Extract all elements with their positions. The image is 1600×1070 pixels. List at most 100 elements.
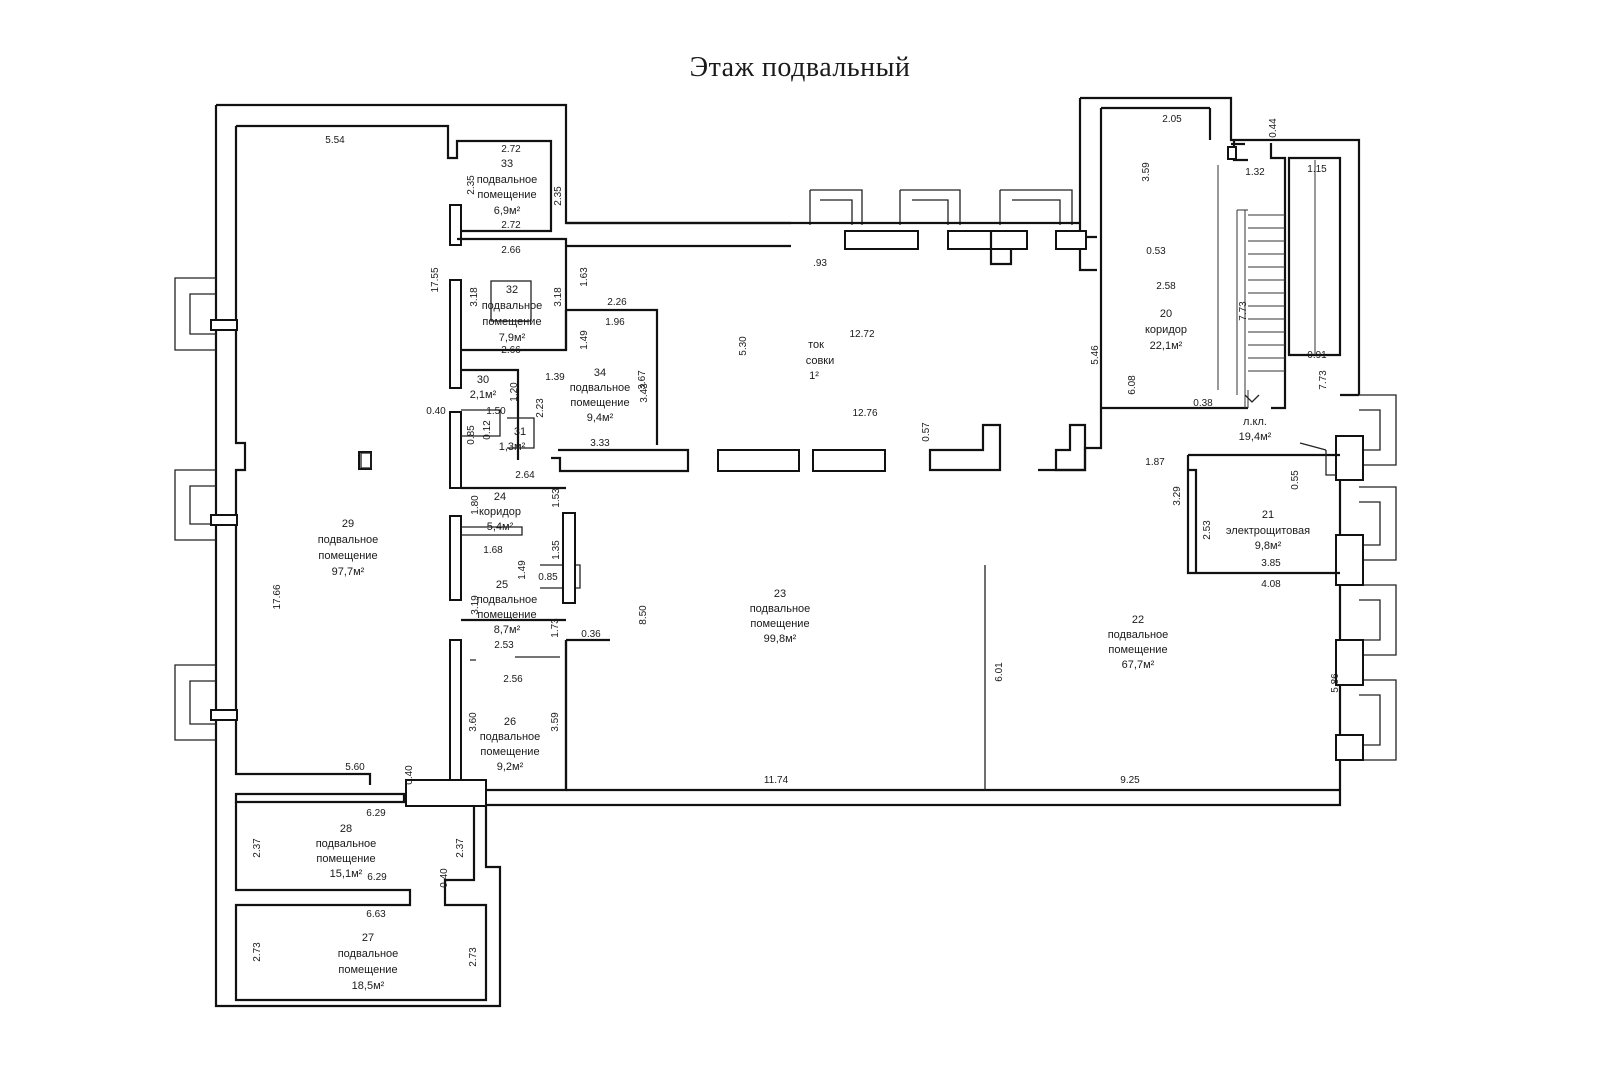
dimension: 8.50: [638, 605, 649, 625]
dimension: 1.68: [483, 545, 503, 556]
dimension: 6.01: [994, 662, 1005, 682]
dimension: 0.57: [921, 422, 932, 442]
dimension: 3.29: [1172, 486, 1183, 506]
dimension: 5.86: [1330, 673, 1341, 693]
dimension: 1.87: [1145, 457, 1165, 468]
dimension: 2.72: [501, 144, 521, 155]
dimension: 2.56: [503, 674, 523, 685]
dimension: 4.08: [1261, 579, 1281, 590]
dimension: 12.72: [849, 329, 874, 340]
dimension: 3.67: [637, 370, 648, 390]
dimension: 2.72: [501, 220, 521, 231]
window-pits: [174, 189, 1397, 761]
dimension: 2.23: [535, 398, 546, 418]
dimension: 1.63: [579, 267, 590, 287]
dimension: 5.30: [738, 336, 749, 356]
exterior-walls: [214, 96, 1361, 1008]
dimension: 3.59: [550, 712, 561, 732]
dimension: 7.73: [1318, 370, 1329, 390]
dimension: 1.20: [509, 382, 520, 402]
dimension: 1.73: [550, 618, 561, 638]
dimension: 17.55: [430, 267, 441, 292]
dimension: 2.37: [252, 838, 263, 858]
dimension: 3.43: [639, 383, 650, 403]
right-partitions: [1101, 140, 1342, 575]
dimension: 3.59: [1141, 162, 1152, 182]
dimension: 1.50: [486, 406, 506, 417]
dimension: 3.18: [553, 287, 564, 307]
dimension: 3.33: [590, 438, 610, 449]
dimension: 0.85: [538, 572, 558, 583]
dimension: 5.60: [345, 762, 365, 773]
dimension: 0.44: [1268, 118, 1279, 138]
dimension: 0.36: [581, 629, 601, 640]
dimension: 0.91: [1307, 350, 1327, 361]
dimension: 2.35: [553, 186, 564, 206]
dimension: 2.66: [501, 245, 521, 256]
dimension: 2.53: [494, 640, 514, 651]
dimension: 6.63: [366, 909, 386, 920]
dimension: 2.64: [515, 470, 535, 481]
dimension: 1.39: [545, 372, 565, 383]
dimension: 7.73: [1238, 301, 1249, 321]
dimension: 0.53: [1146, 246, 1166, 257]
dimension: 12.76: [852, 408, 877, 419]
dimension: 9.25: [1120, 775, 1140, 786]
dimension: 1.49: [517, 560, 528, 580]
column-marker: [360, 452, 372, 469]
dimension: 2.26: [607, 297, 627, 308]
dimension: 0.40: [439, 868, 450, 888]
dimension: 3.85: [1261, 558, 1281, 569]
wall-piers: [210, 319, 1364, 761]
dimension: 6.08: [1127, 375, 1138, 395]
dimension: 2.37: [455, 838, 466, 858]
dimension: 5.54: [325, 135, 345, 146]
dimension: 0.40: [426, 406, 446, 417]
dimension: 5.46: [1090, 345, 1101, 365]
dimension: 2.66: [501, 345, 521, 356]
dimension: 0.40: [404, 765, 415, 785]
dimension-labels: 5.54 2.72 2.35 2.35 2.72 2.66 17.55 3.18…: [252, 114, 1341, 967]
interior-partitions: [234, 204, 1340, 1002]
dimension: 0.12: [482, 420, 493, 440]
dimension: 2.58: [1156, 281, 1176, 292]
dimension: 1.53: [551, 488, 562, 508]
stair-arrow-icon: [1244, 394, 1260, 403]
dimension: 2.53: [1202, 520, 1213, 540]
dimension: 1.15: [1307, 164, 1327, 175]
dimension: 2.05: [1162, 114, 1182, 125]
dimension: 1.49: [579, 330, 590, 350]
dimension: 1.80: [470, 495, 481, 515]
dimension: 3.19: [470, 595, 481, 615]
dimension: 1.35: [551, 540, 562, 560]
dimension: .93: [813, 258, 827, 269]
upper-wall-line: [566, 221, 1097, 272]
dimension: 17.66: [272, 584, 283, 609]
dimension: 11.74: [764, 775, 789, 786]
dimension: 6.29: [367, 872, 387, 883]
dimension: 2.73: [252, 942, 263, 962]
dimension: 2.73: [468, 947, 479, 967]
dimension: 0.55: [1290, 470, 1301, 490]
room-label: л.кл.19,4м²: [1239, 416, 1272, 443]
dimension: 1.96: [605, 317, 625, 328]
dimension: 3.18: [469, 287, 480, 307]
